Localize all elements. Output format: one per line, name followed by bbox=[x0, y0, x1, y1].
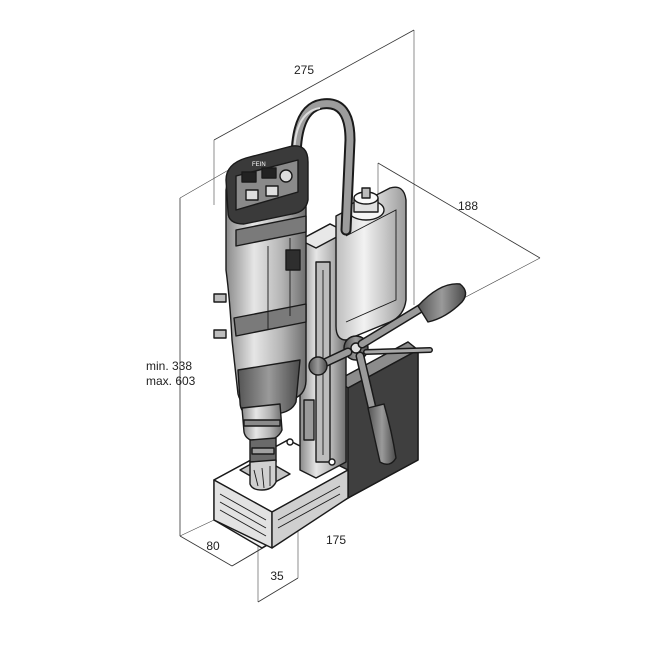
dimension-labels: 275 188 min. 338 max. 603 80 175 35 bbox=[146, 63, 478, 583]
dim-label-base-depth: 80 bbox=[206, 539, 220, 553]
dim-label-bit-offset: 35 bbox=[270, 569, 284, 583]
dim-label-height-min: min. 338 bbox=[146, 359, 192, 373]
dim-label-base-length: 175 bbox=[326, 533, 346, 547]
capstan-handles bbox=[308, 283, 467, 465]
dim-label-height-max: max. 603 bbox=[146, 374, 196, 388]
svg-text:FEIN: FEIN bbox=[252, 162, 266, 168]
dim-label-width: 275 bbox=[294, 63, 314, 77]
coolant-tank bbox=[335, 186, 407, 341]
control-panel: FEIN bbox=[225, 145, 309, 225]
dim-label-depth: 188 bbox=[458, 199, 478, 213]
